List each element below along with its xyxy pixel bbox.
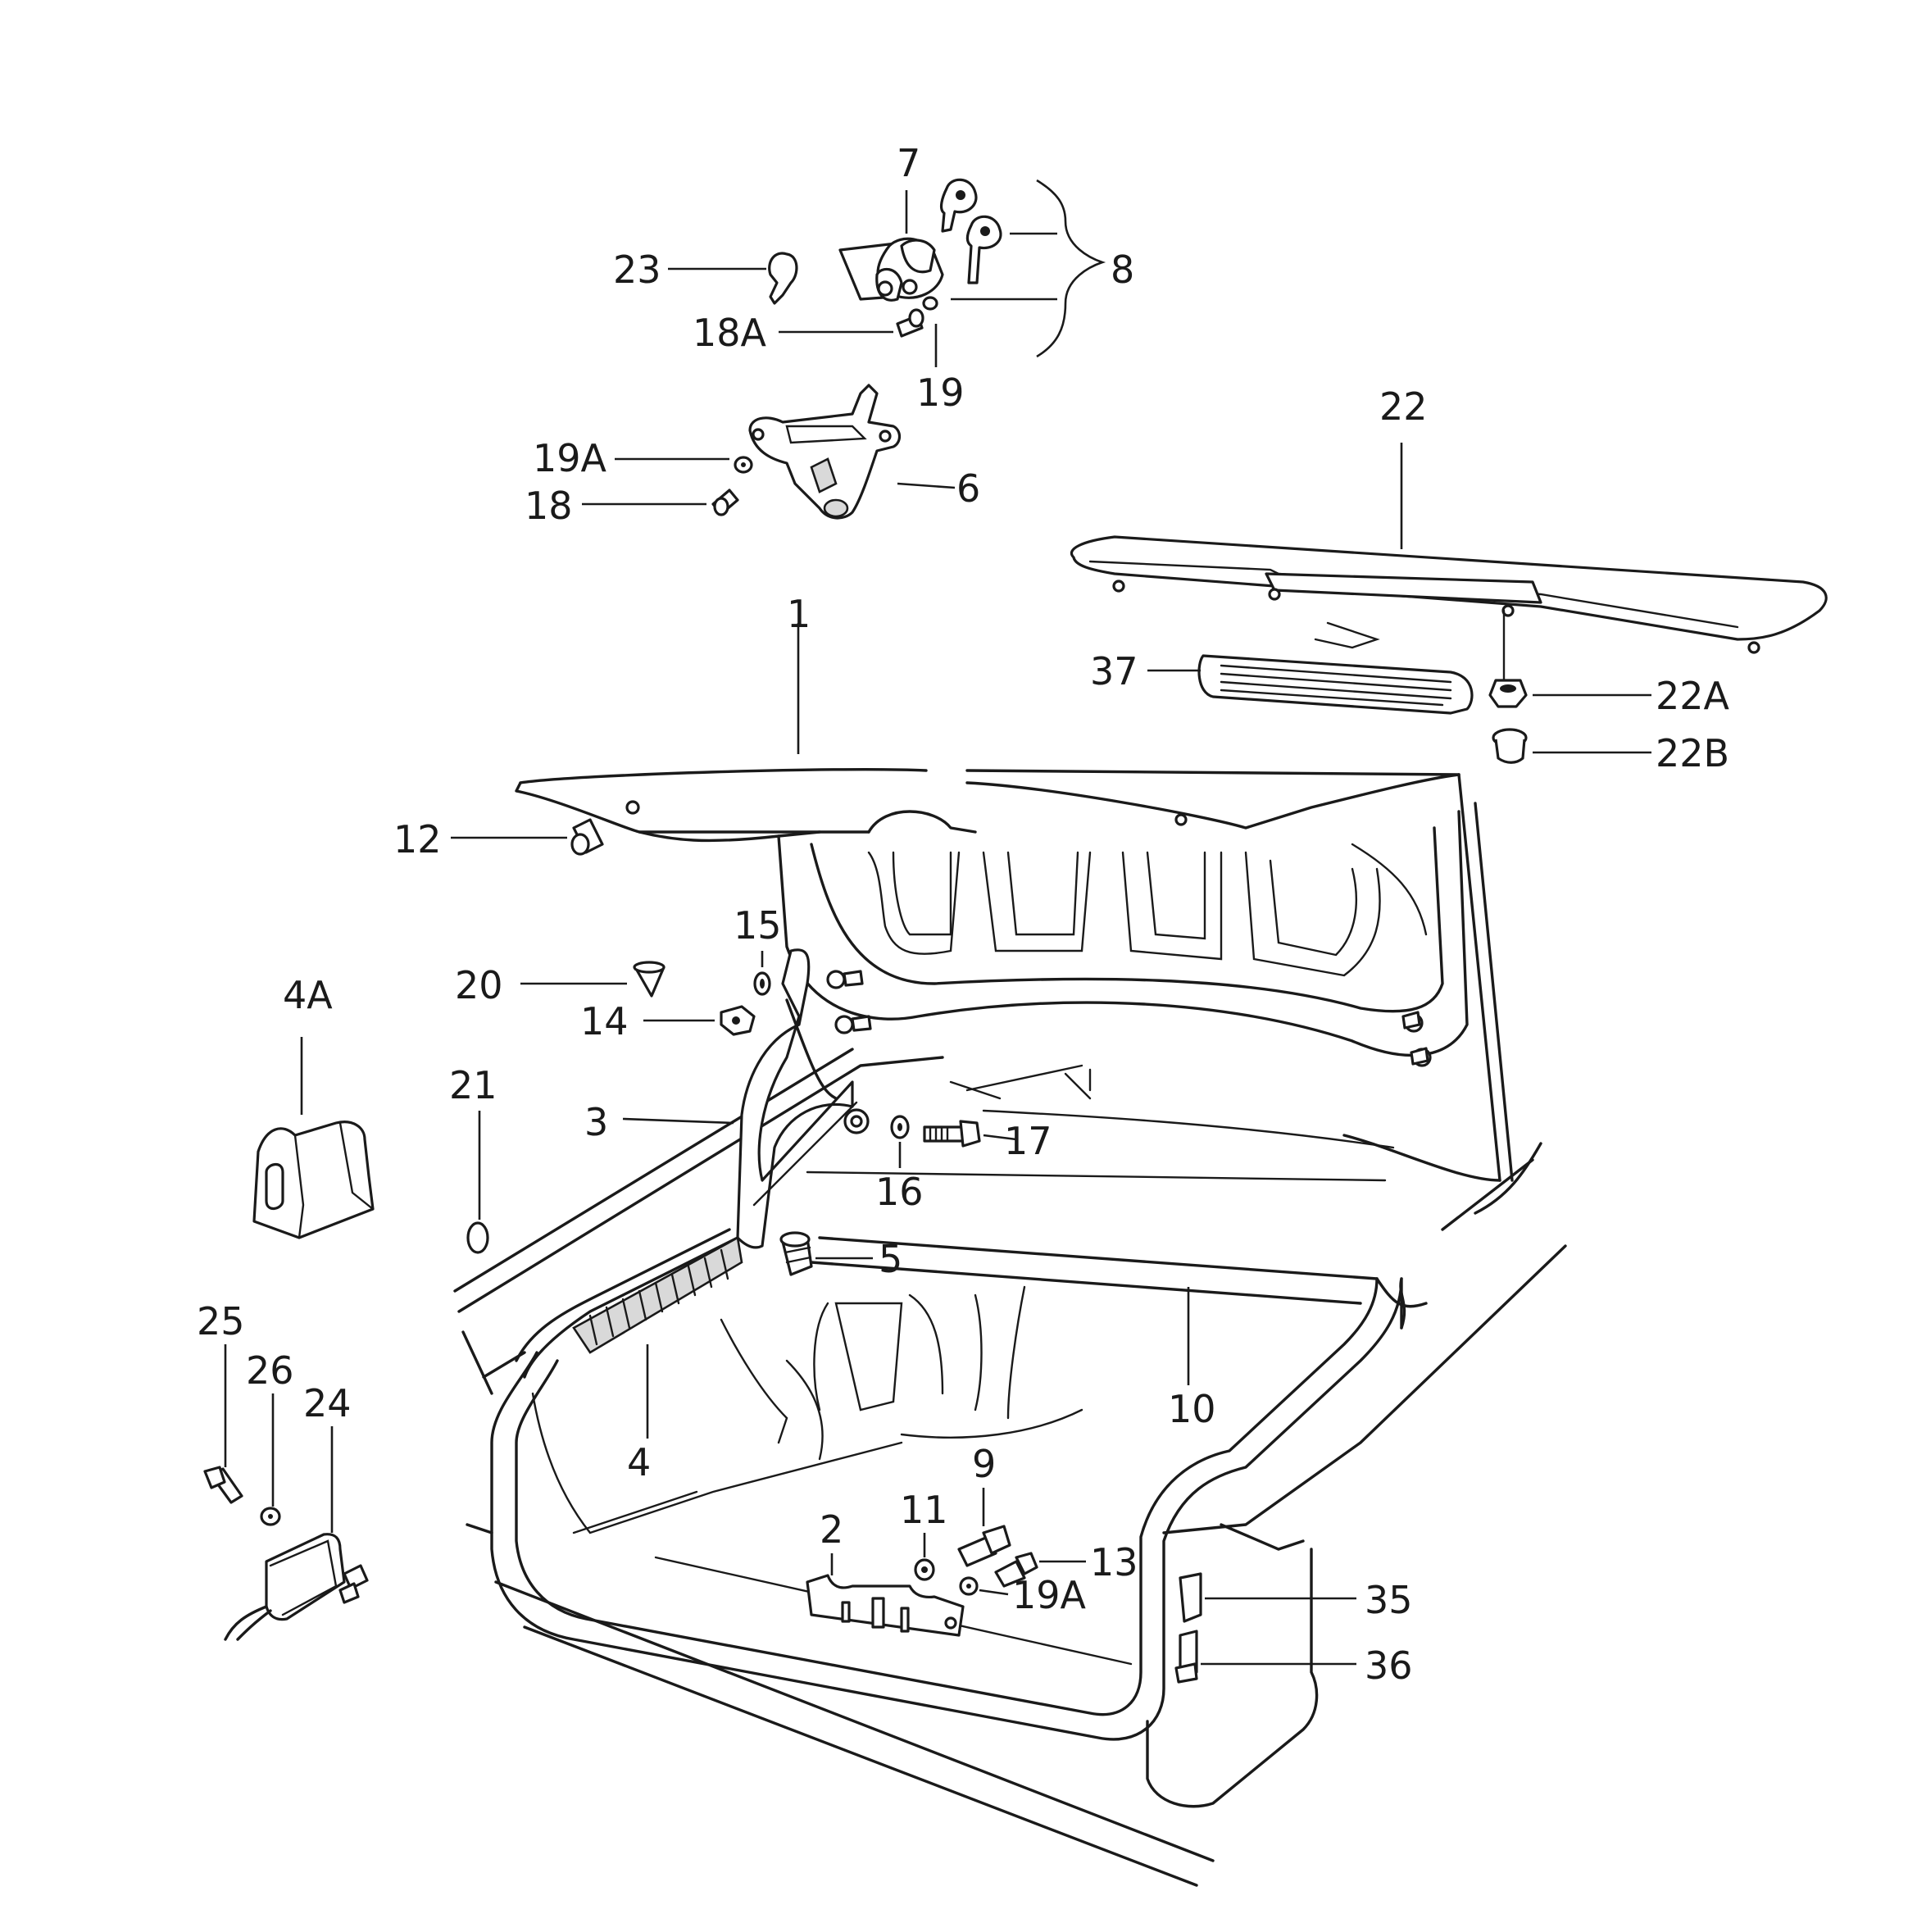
trunk-hinge xyxy=(736,948,870,1249)
callout-8: 8 xyxy=(1111,248,1134,292)
lock-cover-cap xyxy=(768,252,798,305)
key-set-bracket xyxy=(951,179,1106,358)
callout-7: 7 xyxy=(897,141,920,185)
washer-19a-striker xyxy=(959,1576,979,1596)
car-body-outline xyxy=(453,1048,1567,1887)
bolt-17 xyxy=(923,1120,981,1148)
callout-26: 26 xyxy=(246,1348,294,1393)
callout-3: 3 xyxy=(584,1100,608,1144)
callout-22A: 22A xyxy=(1656,674,1730,718)
callout-19: 19 xyxy=(916,370,965,415)
callout-23: 23 xyxy=(613,248,661,292)
buffer-block-4A xyxy=(252,1121,375,1239)
callout-1: 1 xyxy=(787,592,811,636)
callout-10: 10 xyxy=(1168,1387,1216,1431)
buffer-20 xyxy=(633,961,665,998)
nut-14 xyxy=(720,1005,756,1036)
actuator-24 xyxy=(224,1533,369,1641)
callout-labels: 7 8 23 18A 19 19A 18 6 22 1 37 22A 22B 1… xyxy=(197,141,1730,1688)
callout-22B: 22B xyxy=(1656,731,1729,775)
callout-4A: 4A xyxy=(283,973,333,1017)
clip-35 xyxy=(1179,1572,1202,1623)
plug-21 xyxy=(466,1221,489,1254)
callout-14: 14 xyxy=(580,999,629,1043)
callout-12: 12 xyxy=(393,817,442,861)
washer-15 xyxy=(753,971,771,996)
callout-21: 21 xyxy=(449,1063,497,1107)
callout-5: 5 xyxy=(879,1237,902,1281)
high-mount-brake-light xyxy=(1197,621,1474,715)
callout-35: 35 xyxy=(1365,1578,1413,1622)
striker-plate-2 xyxy=(806,1574,965,1637)
callout-18A: 18A xyxy=(693,311,767,355)
callout-37: 37 xyxy=(1090,649,1138,693)
lock-cylinder-assembly xyxy=(838,178,1002,302)
trunk-seal xyxy=(490,1236,1428,1741)
torsion-spring xyxy=(515,1228,743,1379)
washer-26 xyxy=(260,1507,281,1526)
callout-16: 16 xyxy=(875,1170,924,1214)
bolt-25 xyxy=(203,1466,243,1504)
striker-bolt-9 xyxy=(957,1525,1011,1567)
callout-9: 9 xyxy=(972,1442,996,1486)
callout-19A: 19A xyxy=(533,436,607,480)
clip-36 xyxy=(1174,1630,1198,1684)
latch-fasteners xyxy=(711,456,753,516)
callout-4: 4 xyxy=(627,1440,651,1484)
washer-16 xyxy=(890,1115,910,1139)
rear-spoiler xyxy=(1070,535,1828,682)
callout-15: 15 xyxy=(734,903,782,948)
callout-18: 18 xyxy=(525,484,573,528)
spoiler-nut-22a xyxy=(1488,679,1528,708)
callout-19A-striker: 19A xyxy=(1012,1573,1087,1617)
trunk-lid xyxy=(515,767,1514,1182)
callout-6: 6 xyxy=(956,466,980,511)
spoiler-grommet-22b xyxy=(1492,728,1528,764)
screw-13 xyxy=(994,1552,1038,1588)
bump-stop-5 xyxy=(779,1231,813,1276)
callout-22: 22 xyxy=(1379,384,1428,429)
rubber-buffer xyxy=(570,818,604,856)
callout-2: 2 xyxy=(820,1507,843,1552)
callout-11: 11 xyxy=(900,1488,948,1532)
lock-screw xyxy=(896,296,938,338)
washer-11 xyxy=(914,1558,935,1581)
callout-36: 36 xyxy=(1365,1643,1413,1688)
callout-20: 20 xyxy=(455,963,503,1007)
leader-lines xyxy=(224,190,1651,1666)
callout-17: 17 xyxy=(1004,1119,1052,1163)
trunk-latch xyxy=(748,384,902,520)
callout-25: 25 xyxy=(197,1299,245,1343)
callout-13: 13 xyxy=(1090,1540,1138,1584)
callout-24: 24 xyxy=(303,1381,352,1425)
trunk-interior xyxy=(531,1285,1133,1666)
